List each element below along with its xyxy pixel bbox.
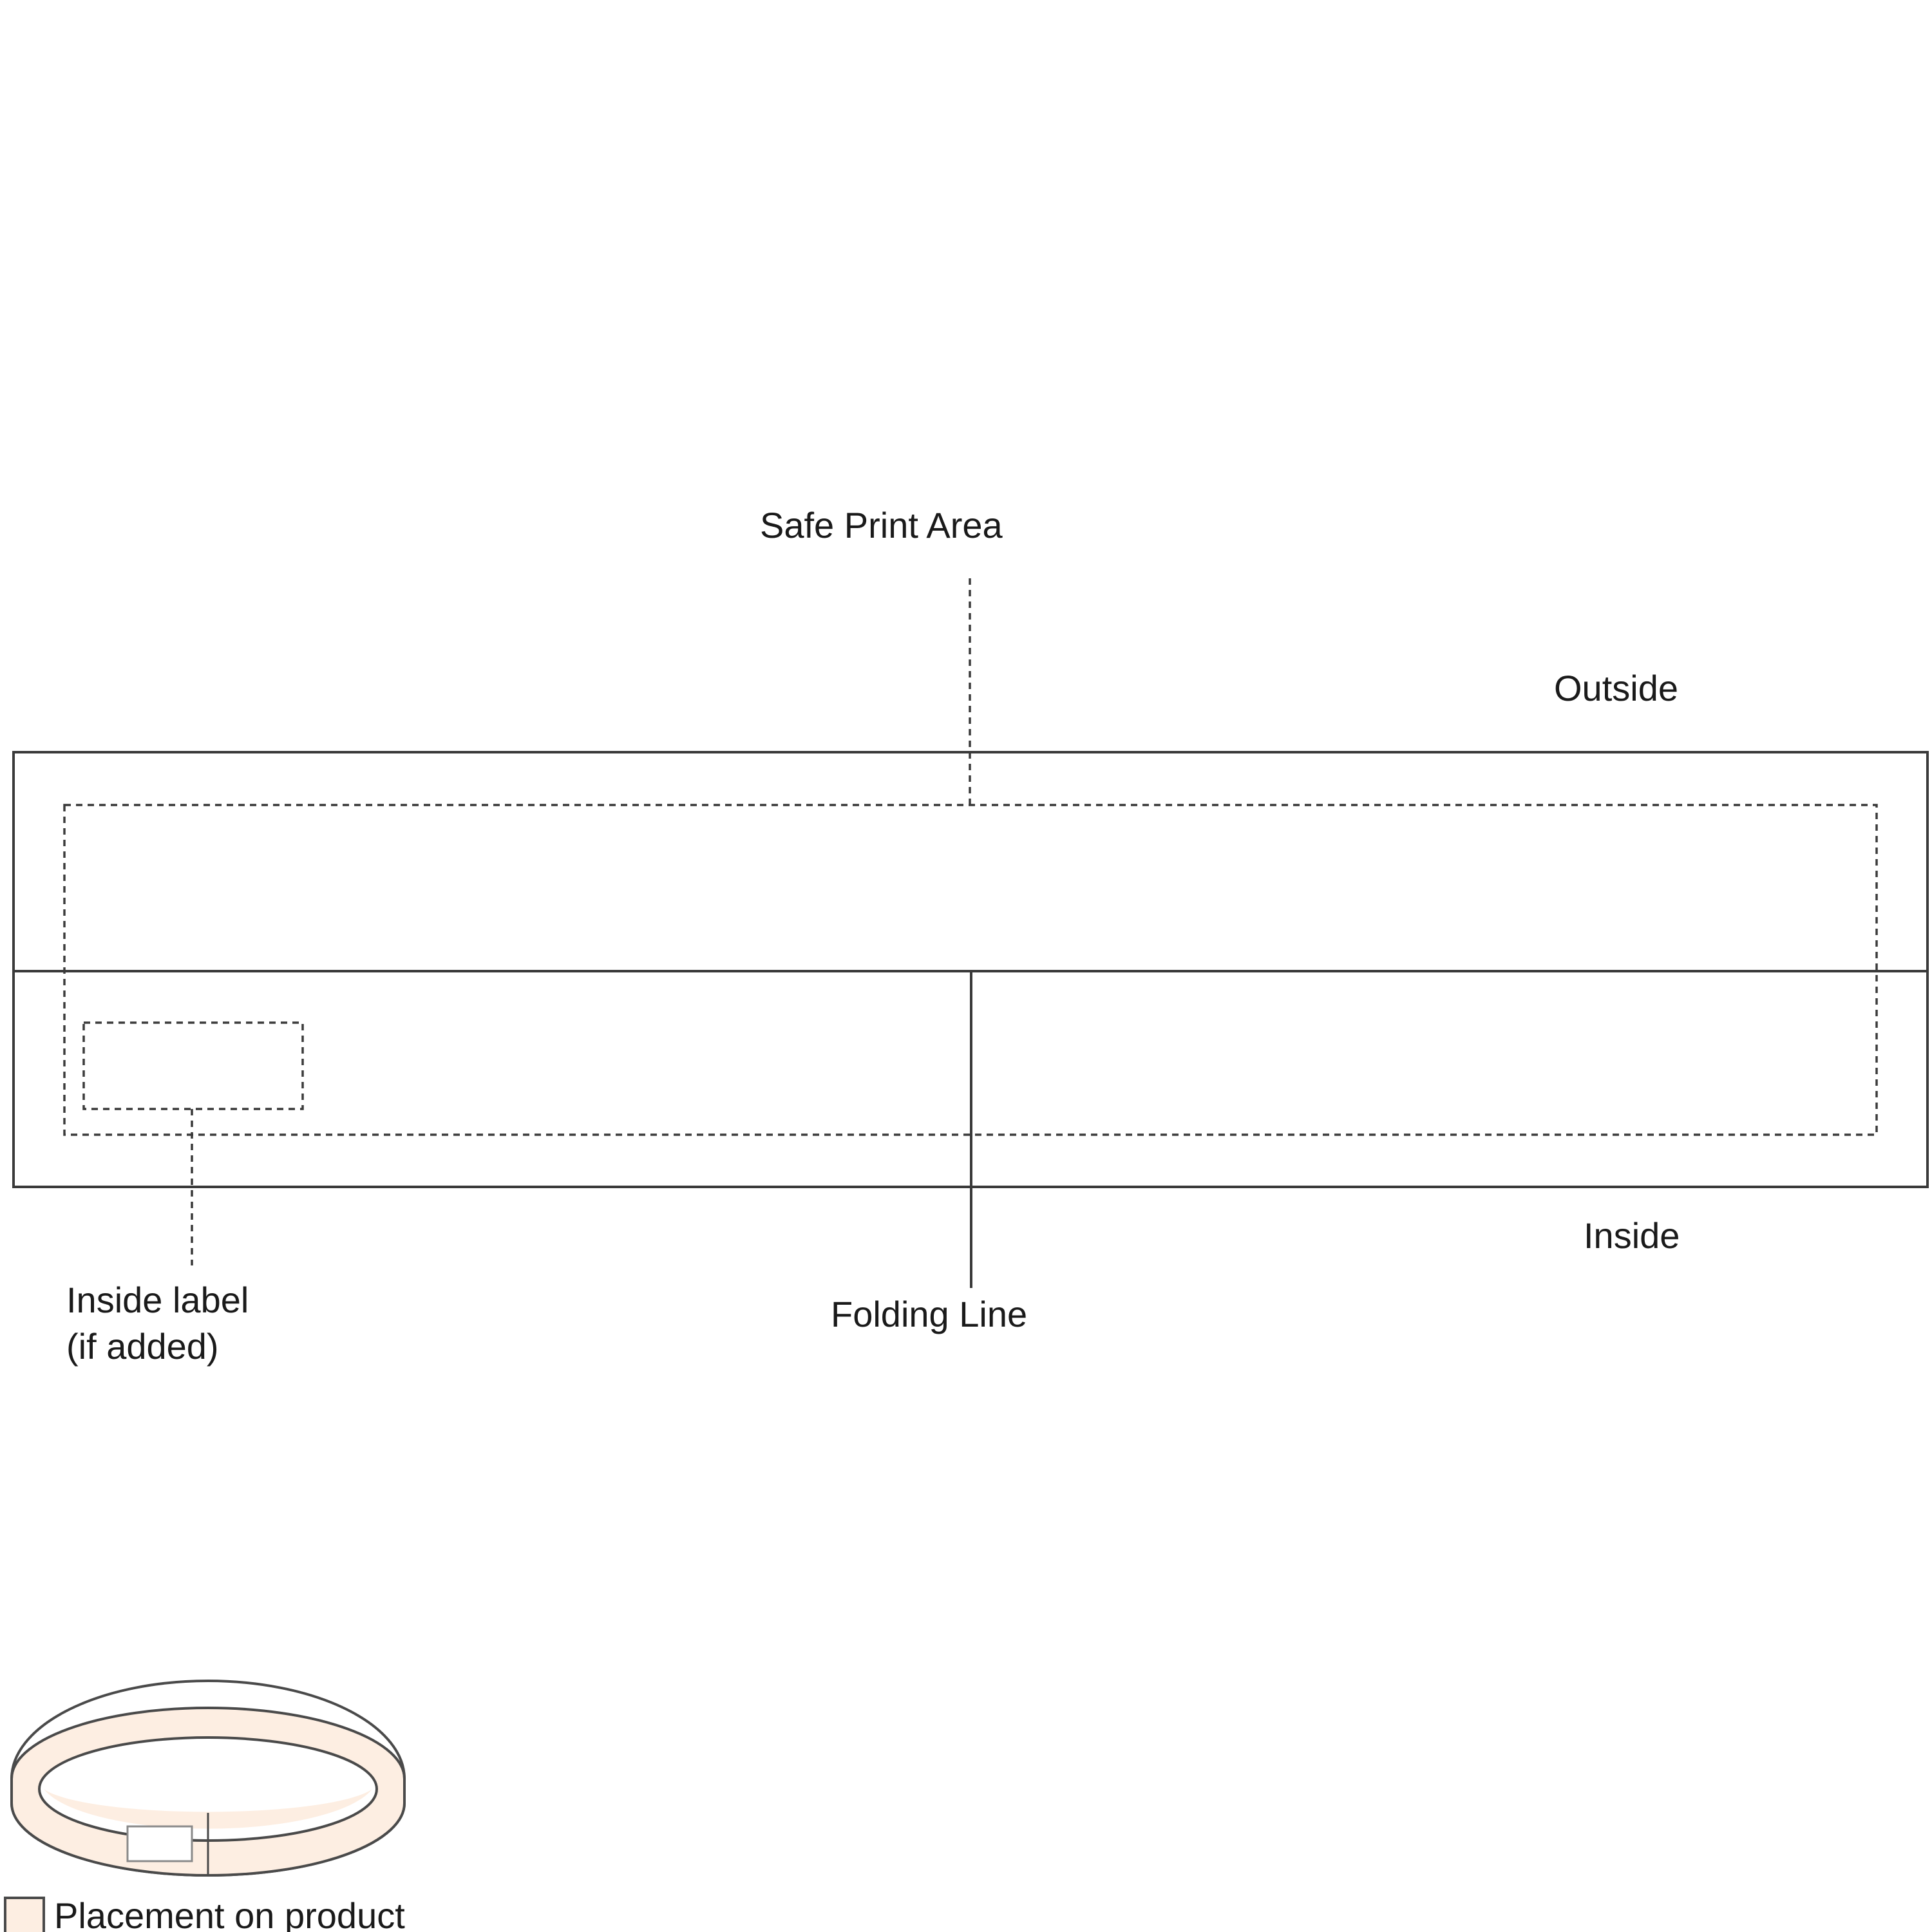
inside-label-box [82, 1021, 304, 1110]
safe-print-area-label: Safe Print Area [760, 505, 1003, 545]
wristband-inside-tag [126, 1825, 193, 1862]
inside-label-caption-line1: Inside label [66, 1280, 249, 1320]
wristband-inner-surface [44, 1789, 372, 1829]
legend-swatch [4, 1897, 45, 1932]
outside-label: Outside [1554, 668, 1678, 708]
legend-label: Placement on product [54, 1895, 405, 1932]
inside-side-label: Inside [1584, 1215, 1680, 1256]
wristband-illustration [10, 1680, 406, 1877]
folding-line-label: Folding Line [831, 1294, 1027, 1334]
wristband-top-rim [10, 1680, 406, 1779]
inside-label-caption-line2: (if added) [66, 1326, 219, 1367]
